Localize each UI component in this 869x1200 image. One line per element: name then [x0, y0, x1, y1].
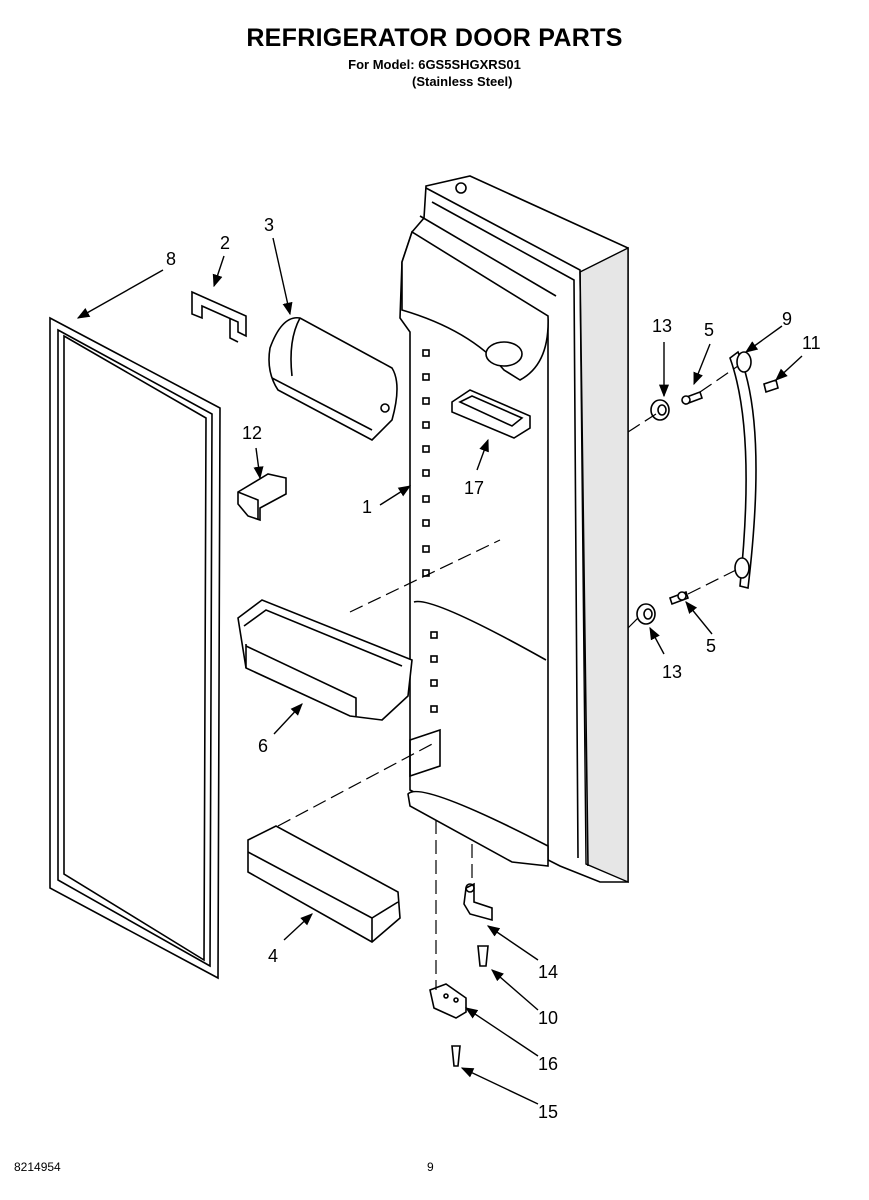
assembly-lines	[277, 365, 739, 990]
callout-17: 17	[464, 478, 484, 498]
handle-spacer-lower	[636, 603, 656, 625]
hinge-bottom-screw	[451, 1045, 461, 1067]
callout-12: 12	[242, 423, 262, 443]
callout-10: 10	[538, 1008, 558, 1028]
page-title: REFRIGERATOR DOOR PARTS	[246, 24, 623, 52]
door-liner	[399, 175, 629, 884]
callout-5-lower: 5	[706, 636, 716, 656]
leader-lines	[76, 237, 803, 1105]
door-gasket	[49, 316, 221, 980]
set-screw	[763, 378, 779, 394]
handle-spacer-upper	[650, 399, 670, 421]
callout-13-lower: 13	[662, 662, 682, 682]
callout-16: 16	[538, 1054, 558, 1074]
callout-13-upper: 13	[652, 316, 672, 336]
page-number: 9	[427, 1160, 434, 1174]
model-number: For Model: 6GS5SHGXRS01	[348, 57, 521, 72]
callout-6: 6	[258, 736, 268, 756]
callout-2: 2	[220, 233, 230, 253]
callout-15: 15	[538, 1102, 558, 1122]
document-number: 8214954	[14, 1160, 61, 1174]
callout-4: 4	[268, 946, 278, 966]
callout-3: 3	[264, 215, 274, 235]
hinge-pin	[463, 882, 493, 922]
small-bin	[451, 389, 531, 439]
callout-8: 8	[166, 249, 176, 269]
door-bin	[237, 599, 413, 721]
clip-part	[191, 290, 247, 343]
handle-screw-lower	[668, 590, 690, 606]
hinge-screw	[477, 945, 489, 967]
door-handle	[729, 350, 757, 589]
callout-9: 9	[782, 309, 792, 329]
callout-labels: 8 2 3 12 1 17 6 4 13 5 9 11 5 13 14 10 1…	[166, 215, 821, 1122]
shelf-detents	[422, 349, 438, 713]
callout-11: 11	[802, 333, 821, 353]
bracket-part	[237, 473, 287, 522]
callout-5-upper: 5	[704, 320, 714, 340]
finish-label: (Stainless Steel)	[412, 74, 513, 89]
handle-screw-upper	[681, 390, 704, 406]
callout-1: 1	[362, 497, 372, 517]
shelf-rail	[247, 825, 401, 943]
dairy-door	[268, 317, 398, 441]
callout-14: 14	[538, 962, 558, 982]
